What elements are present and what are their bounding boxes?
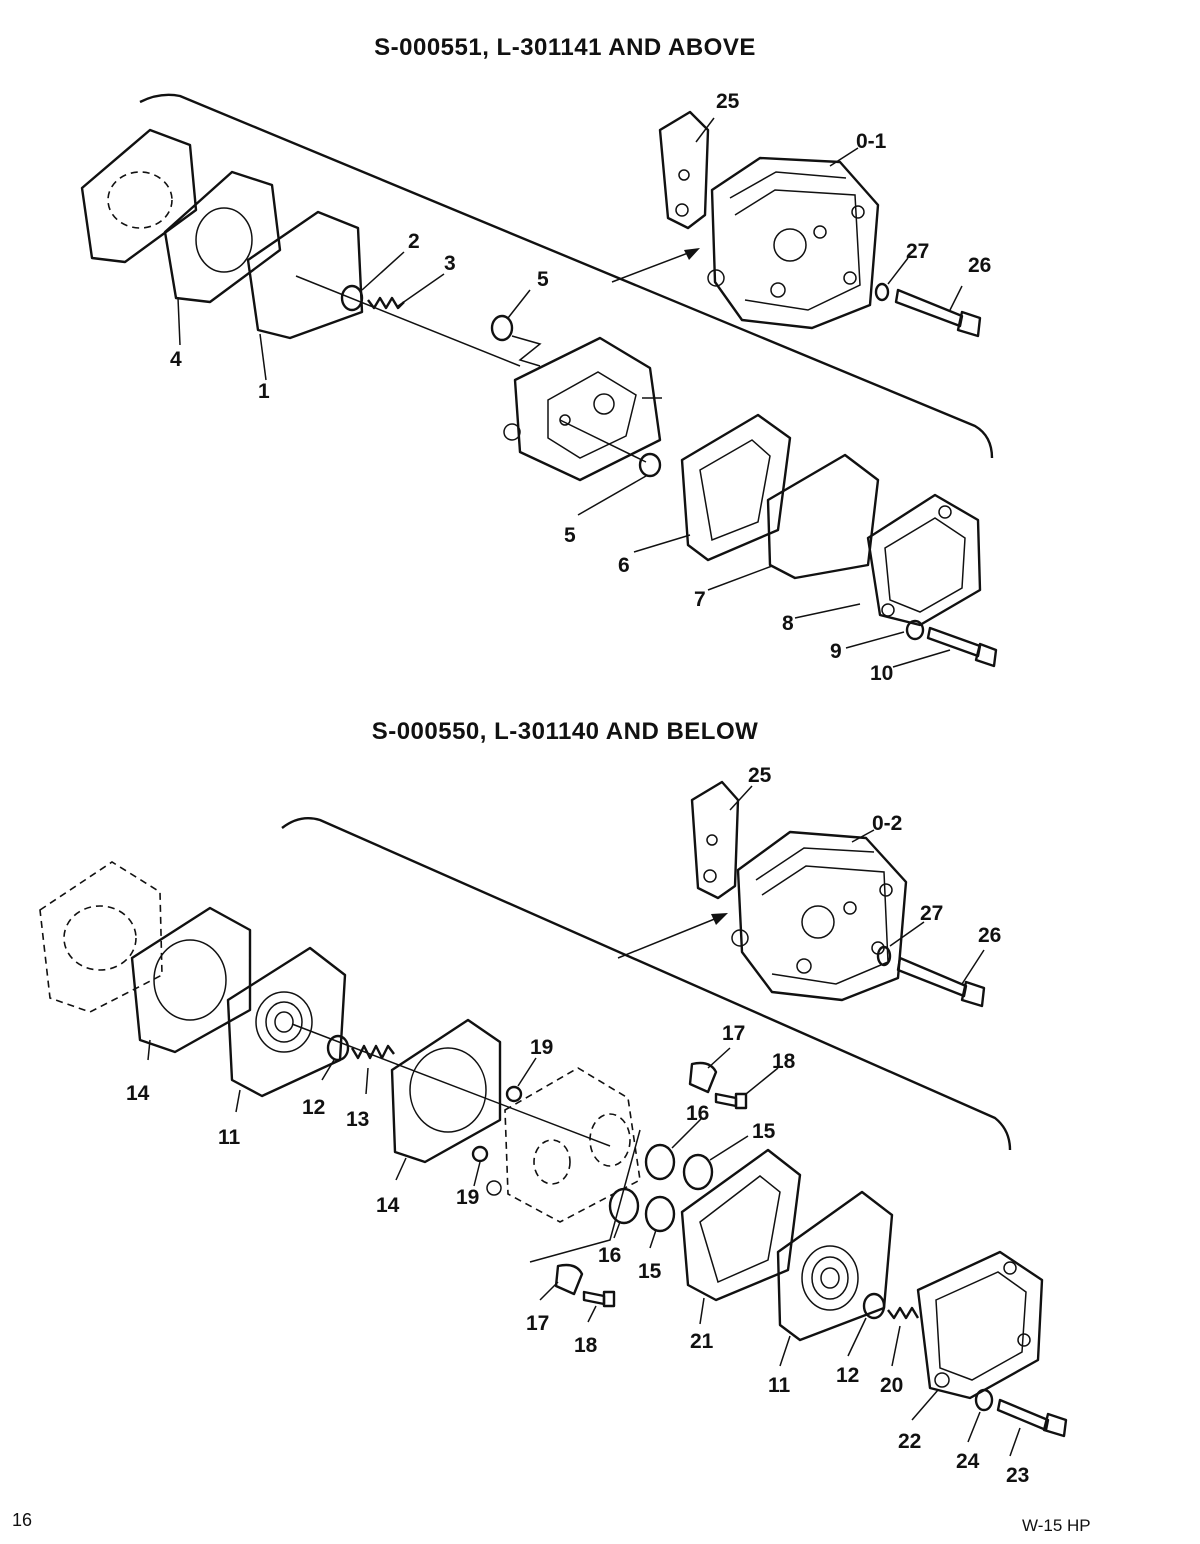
callout-11-front: 11 — [768, 1374, 791, 1397]
o-ring-16-upper — [644, 1143, 676, 1181]
nut-19-lower — [471, 1145, 489, 1163]
valve-15-upper — [682, 1153, 714, 1191]
check-valve-5-upper — [490, 314, 514, 342]
model-label: W-15 HP — [1022, 1516, 1091, 1535]
arrow-head-top — [684, 248, 700, 260]
callout-14-front: 14 — [376, 1194, 400, 1217]
top-assembly: 25 0-1 27 26 2 3 5 4 1 5 6 7 8 9 10 — [80, 90, 998, 685]
gasket-14-front — [390, 1018, 502, 1164]
diaphragm-11-rear — [226, 946, 347, 1098]
washer-24 — [974, 1388, 994, 1412]
diaphragm-7 — [766, 453, 880, 580]
retainer-17-lower — [554, 1263, 584, 1296]
callout-0-2: 0-2 — [872, 812, 902, 835]
check-valve-5-lower — [638, 452, 662, 478]
gasket-14-rear — [130, 906, 252, 1054]
spring-cup-2 — [340, 284, 364, 312]
washer-27-bottom — [876, 945, 892, 967]
callout-19-lower: 19 — [456, 1186, 479, 1209]
callout-23: 23 — [1006, 1464, 1029, 1487]
spring-cup-12-rear — [326, 1034, 350, 1062]
fuel-pump-assembly-0-1 — [707, 156, 880, 330]
retainer-17-upper — [688, 1061, 718, 1094]
arrow-head-bottom — [711, 913, 728, 925]
callout-6: 6 — [618, 554, 630, 577]
callout-17-upper: 17 — [722, 1022, 745, 1045]
callout-7: 7 — [694, 588, 706, 611]
callout-26-top: 26 — [968, 254, 991, 277]
pump-cover-22 — [916, 1250, 1044, 1400]
callout-11-rear: 11 — [218, 1126, 241, 1149]
callout-12-rear: 12 — [302, 1096, 325, 1119]
rear-housing-outline — [39, 861, 163, 1013]
valve-15-lower — [644, 1195, 676, 1233]
callout-16-lower: 16 — [598, 1244, 621, 1267]
screw-10 — [926, 626, 998, 668]
gasket-6 — [680, 413, 792, 562]
section-heading-top: S-000551, L-301141 AND ABOVE — [374, 34, 756, 61]
callout-27-top: 27 — [906, 240, 929, 263]
washer-27 — [874, 282, 890, 302]
pump-cover-8 — [866, 493, 982, 627]
callout-22: 22 — [898, 1430, 921, 1453]
o-ring-16-lower — [608, 1187, 640, 1225]
callout-17-lower: 17 — [526, 1312, 549, 1335]
callout-2: 2 — [408, 230, 420, 253]
bottom-assembly: 25 0-2 27 26 17 18 19 16 15 14 11 12 13 … — [39, 764, 1068, 1487]
nut-19-upper — [505, 1085, 523, 1103]
bolt-26 — [894, 288, 982, 338]
assembly-bracket-bottom — [281, 817, 1012, 1151]
callout-19-upper: 19 — [530, 1036, 553, 1059]
callout-15-upper: 15 — [752, 1120, 776, 1143]
callout-26-bottom: 26 — [978, 924, 1001, 947]
callout-9: 9 — [830, 640, 842, 663]
callout-20: 20 — [880, 1374, 903, 1397]
pump-body-bottom — [486, 1067, 641, 1223]
gasket-21 — [680, 1148, 802, 1302]
callout-25-top: 25 — [716, 90, 740, 113]
callout-4: 4 — [170, 348, 182, 371]
bracket-plate-25 — [658, 110, 710, 230]
callout-0-1: 0-1 — [856, 130, 887, 153]
screw-23 — [996, 1398, 1068, 1438]
leader-lines-top — [177, 117, 963, 668]
callout-3: 3 — [444, 252, 456, 275]
callout-16-upper: 16 — [686, 1102, 709, 1125]
pump-body-top — [503, 336, 662, 482]
washer-9 — [905, 619, 925, 641]
gasket-4-rear — [80, 128, 198, 264]
section-heading-bottom: S-000550, L-301140 AND BELOW — [371, 718, 759, 745]
spring-13 — [350, 1044, 395, 1060]
callout-1: 1 — [258, 380, 270, 403]
callout-21: 21 — [690, 1330, 714, 1353]
spring-20 — [887, 1306, 920, 1320]
callout-8: 8 — [782, 612, 794, 635]
callout-18-lower: 18 — [574, 1334, 598, 1357]
spring-cup-12-front — [862, 1292, 886, 1320]
screw-18-upper — [714, 1092, 748, 1110]
callout-13: 13 — [346, 1108, 369, 1131]
bolt-26-bottom — [896, 956, 986, 1008]
callout-25-bottom: 25 — [748, 764, 772, 787]
callout-18-upper: 18 — [772, 1050, 796, 1073]
diaphragm-1 — [246, 210, 364, 340]
bracket-plate-25-bottom — [690, 780, 740, 900]
callout-27-bottom: 27 — [920, 902, 943, 925]
leader-lines-bottom — [147, 785, 1021, 1457]
assembly-arrow-bottom — [617, 915, 723, 959]
assembly-arrow-top — [611, 249, 697, 283]
fuel-pump-assembly-0-2 — [731, 830, 908, 1002]
callout-5-lower: 5 — [564, 524, 576, 547]
screw-18-lower — [582, 1290, 616, 1308]
callout-5-upper: 5 — [537, 268, 549, 291]
callout-14-rear: 14 — [126, 1082, 150, 1105]
assembly-bracket-top — [139, 93, 994, 459]
callout-12-front: 12 — [836, 1364, 859, 1387]
callout-24: 24 — [956, 1450, 980, 1473]
gasket-4 — [163, 170, 282, 304]
callout-15-lower: 15 — [638, 1260, 662, 1283]
page-number: 16 — [12, 1510, 33, 1530]
callout-10: 10 — [870, 662, 893, 685]
